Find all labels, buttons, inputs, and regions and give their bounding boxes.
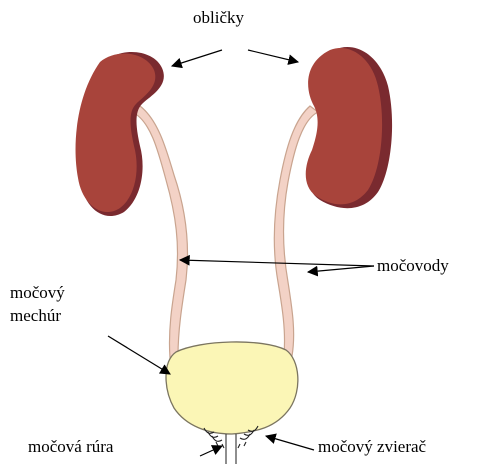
arrow-ureters-right [308,266,374,272]
label-bladder-line2: mechúr [10,306,61,326]
label-sphincter: močový zvierač [318,437,426,457]
left-kidney [76,54,156,212]
left-ureter [132,106,188,358]
arrow-kidneys-right [248,50,298,62]
right-ureter [274,106,318,356]
urethra [226,434,236,464]
label-bladder-line1: močový [10,283,65,303]
label-kidneys: obličky [193,8,244,28]
arrow-urethra [200,446,222,456]
right-kidney [306,48,382,204]
bladder [166,342,298,434]
arrow-kidneys-left [172,50,222,66]
label-urethra: močová rúra [28,437,113,457]
arrow-bladder [108,336,170,374]
label-ureters: močovody [377,256,449,276]
arrow-sphincter [266,436,314,450]
